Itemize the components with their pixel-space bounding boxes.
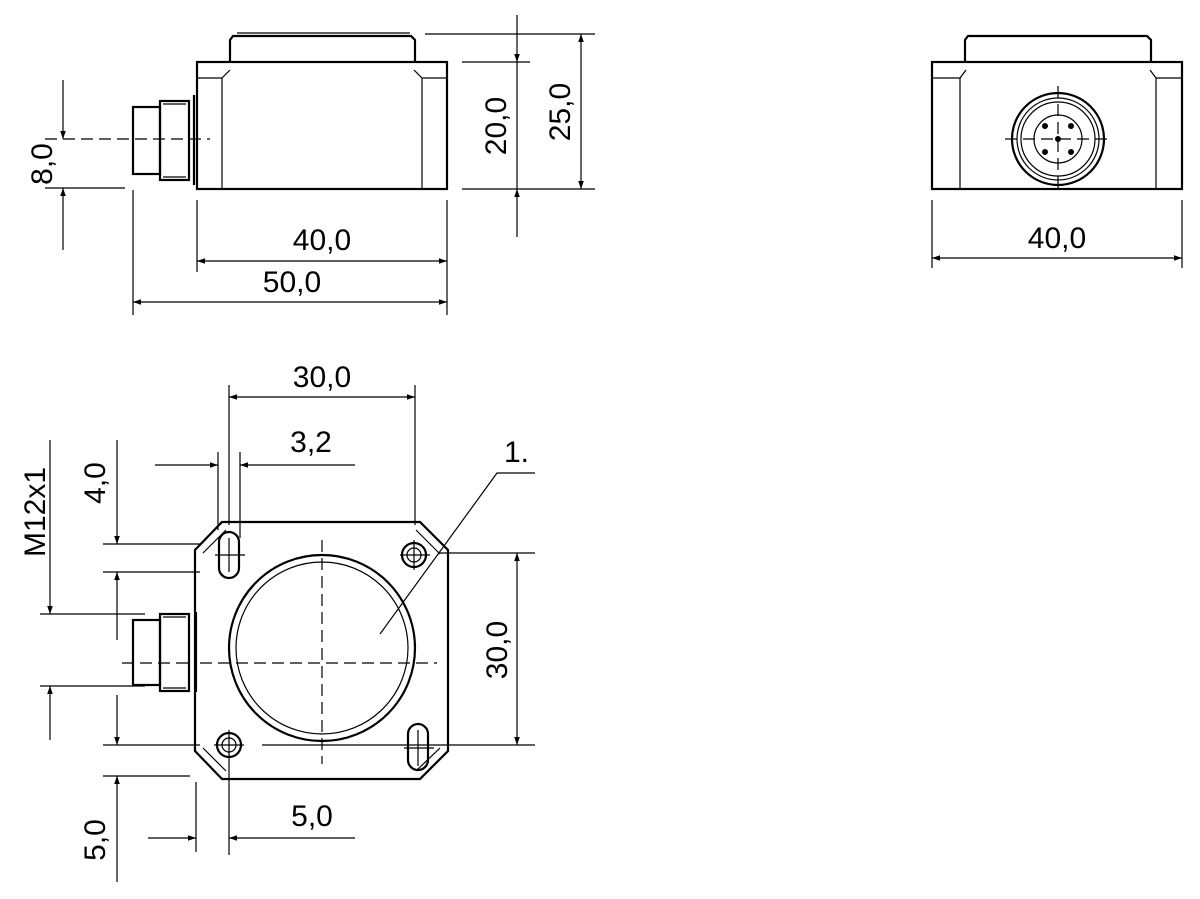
dim-label: 30,0 <box>481 621 514 679</box>
dim-label: 30,0 <box>293 361 351 394</box>
connector-face <box>1005 86 1111 192</box>
dim-label: 25,0 <box>544 83 577 141</box>
bottom-view: 30,0 3,2 1. 30,0 M12x1 <box>19 361 535 882</box>
dim-8: 8,0 <box>26 80 125 250</box>
dim-label: 5,0 <box>79 819 112 861</box>
dim-label: 40,0 <box>293 224 351 257</box>
dim-label: 8,0 <box>26 143 59 185</box>
dim-20: 20,0 <box>425 15 595 237</box>
dim-40-side: 40,0 <box>196 200 448 315</box>
end-view: 40,0 <box>930 34 1184 268</box>
dim-30-vertical: 30,0 <box>262 552 535 746</box>
dim-3-2: 3,2 <box>155 426 355 538</box>
dim-m12x1: M12x1 <box>19 440 145 740</box>
mounting-holes <box>214 530 434 772</box>
dim-4: 4,0 <box>79 440 200 640</box>
dim-label: 3,2 <box>290 426 332 459</box>
dim-25: 25,0 <box>544 34 584 189</box>
connector-side <box>131 95 196 185</box>
callout-label: 1. <box>504 436 529 469</box>
dim-label: 40,0 <box>1028 222 1086 255</box>
sensor-body-side <box>195 32 449 191</box>
dim-40-end: 40,0 <box>931 200 1183 268</box>
connector-bottom <box>131 612 198 693</box>
dim-30-horizontal: 30,0 <box>228 361 416 525</box>
dim-label: 50,0 <box>263 266 321 299</box>
dim-5-bottom: 5,0 <box>148 760 355 855</box>
dim-50: 50,0 <box>132 190 447 315</box>
side-view: 8,0 20,0 25,0 40,0 50,0 <box>26 15 595 315</box>
dim-label: 5,0 <box>291 800 333 833</box>
slot-hole <box>406 722 430 772</box>
sensor-body-end <box>930 34 1184 191</box>
dim-5-left: 5,0 <box>79 695 200 882</box>
callout-1: 1. <box>379 436 535 635</box>
dim-label: 4,0 <box>79 462 112 504</box>
dim-label: 20,0 <box>480 97 513 155</box>
thread-label: M12x1 <box>19 467 52 557</box>
